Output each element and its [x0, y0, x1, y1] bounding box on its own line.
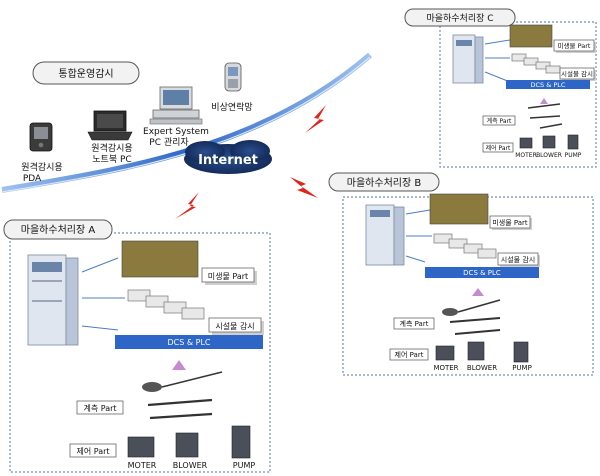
laptop-label-2: 노트북 PC: [92, 154, 131, 165]
plant-c-link-1: [484, 39, 511, 45]
internet-label: Internet: [198, 153, 258, 168]
plant-c-microbe-tag: [553, 39, 595, 52]
plant-c-title: 마을하수처리장 C: [426, 12, 493, 24]
plant-b-pump-icon: [513, 341, 529, 363]
laptop-label-1: 원격감시용: [91, 142, 132, 154]
plant-b-control-tag: [389, 348, 429, 361]
expert-system-label: Expert System: [143, 127, 209, 137]
plant-a-facility-tag: [208, 317, 262, 333]
pda-label-2: PDA: [23, 174, 42, 184]
lightning-icon-left: [175, 192, 199, 219]
plant-b-title: 마을하수처리장 B: [347, 176, 422, 189]
plant-a-microbe-label: 미생물 Part: [208, 271, 248, 281]
internet-cloud: Internet: [184, 140, 272, 174]
plant-b-cabinet-icon: [365, 204, 405, 266]
plant-c-control-tag: [482, 142, 514, 153]
plant-b-dcs-label: DCS & PLC: [463, 269, 501, 277]
plant-b-dcs-bar: [425, 267, 539, 278]
plant-c-pump-icon: [567, 134, 579, 150]
plant-c-dcs-bar: [506, 80, 590, 89]
plant-a-camera-icons: [127, 289, 205, 320]
plant-a-pump-icon: [231, 425, 251, 459]
plant-c-moter-icon: [519, 137, 533, 149]
plant-b-link-1: [405, 209, 431, 215]
plant-a-control-label: 제어 Part: [76, 446, 109, 456]
plant-c-title-tag: 마을하수처리장 C: [404, 8, 516, 27]
plant-c-microbe-photo: [509, 24, 553, 48]
plant-a-microbe-tag: [201, 267, 255, 283]
plant-a-dcs-bar: [115, 335, 263, 349]
plant-c-dcs-label: DCS & PLC: [531, 81, 566, 89]
plant-a-link-3: [81, 325, 119, 331]
plant-b-moter-label: MOTER: [433, 364, 458, 372]
plant-a-measure-tag: [76, 400, 124, 415]
lightning-icon-middle: [290, 177, 318, 198]
pda-icon: [29, 122, 53, 152]
plant-c-blower-label: BLOWER: [536, 152, 562, 159]
plant-c-measure-label: 계측 Part: [487, 117, 512, 125]
plant-b-microbe-photo: [429, 193, 489, 225]
expert-pc-icon: [149, 86, 203, 125]
plant-a-sensor-probes-icon: [142, 371, 223, 420]
plant-a-title-tag: 마을하수처리장 A: [3, 219, 113, 240]
plant-b-moter-icon: [435, 345, 455, 361]
plant-c-moter-label: MOTER: [515, 152, 537, 159]
plant-b-measure-tag: [393, 317, 435, 330]
plant-c-cabinet-icon: [452, 34, 484, 84]
mobile-phone-icon: [224, 62, 242, 92]
plant-c-facility-label: 시설물 감시: [561, 70, 593, 78]
plant-b-facility-tag: [497, 252, 539, 266]
plant-c-up-arrow-icon: [540, 98, 548, 104]
plant-a-moter-label: MOTER: [128, 461, 157, 470]
plant-c-pump-label: PUMP: [565, 152, 582, 159]
integrated-monitoring-pill: 통합운영감시: [32, 61, 140, 85]
plant-b-pump-label: PUMP: [512, 364, 532, 372]
plant-b-sensor-probes-icon: [442, 299, 501, 335]
plant-a-microbe-photo: [121, 240, 199, 278]
pda-label-1: 원격감시용: [21, 161, 62, 173]
plant-b-measure-label: 계측 Part: [400, 319, 429, 328]
plant-b-microbe-label: 미생물 Part: [492, 218, 528, 227]
plant-a-blower-icon: [175, 432, 199, 458]
laptop-icon: [87, 110, 133, 141]
plant-c-microbe-label: 미생물 Part: [558, 41, 591, 50]
plant-b-title-tag: 마을하수처리장 B: [328, 172, 440, 192]
integrated-monitoring-label: 통합운영감시: [58, 68, 113, 80]
emergency-contact-label: 비상연락망: [211, 101, 252, 113]
plant-a-control-tag: [69, 443, 117, 458]
plant-a-moter-icon: [127, 436, 155, 458]
plant-a-blower-label: BLOWER: [173, 461, 208, 470]
plant-a-title: 마을하수처리장 A: [21, 223, 96, 236]
plant-a-up-arrow-icon: [172, 360, 186, 370]
plant-b-camera-icons: [433, 233, 497, 259]
pc-admin-label: PC 관리자: [149, 137, 189, 148]
lightning-icon-top: [305, 105, 326, 133]
plant-c-control-label: 제어 Part: [486, 144, 511, 152]
plant-c-measure-tag: [482, 115, 516, 126]
plant-c-facility-tag: [559, 67, 595, 80]
plant-c-sensor-probes-icon: [527, 103, 563, 129]
plant-b-blower-icon: [467, 341, 485, 361]
plant-a-pump-label: PUMP: [233, 461, 256, 470]
plant-c-blower-icon: [542, 135, 556, 149]
plant-b-facility-label: 시설물 감시: [501, 256, 535, 264]
plant-a-cabinet-icon: [27, 254, 79, 346]
plant-a-measure-label: 계측 Part: [83, 403, 116, 413]
plant-b-control-label: 제어 Part: [395, 350, 424, 359]
plant-b-microbe-tag: [489, 215, 531, 229]
plant-b-link-3: [405, 255, 426, 263]
plant-c-camera-icons: [511, 53, 561, 74]
plant-a-link-1: [81, 257, 119, 273]
plant-b-blower-label: BLOWER: [467, 364, 497, 372]
plant-c-link-3: [484, 71, 511, 83]
plant-a-facility-label: 시설물 감시: [215, 321, 254, 331]
plant-a-dcs-label: DCS & PLC: [167, 338, 210, 347]
plant-b-up-arrow-icon: [472, 288, 484, 296]
